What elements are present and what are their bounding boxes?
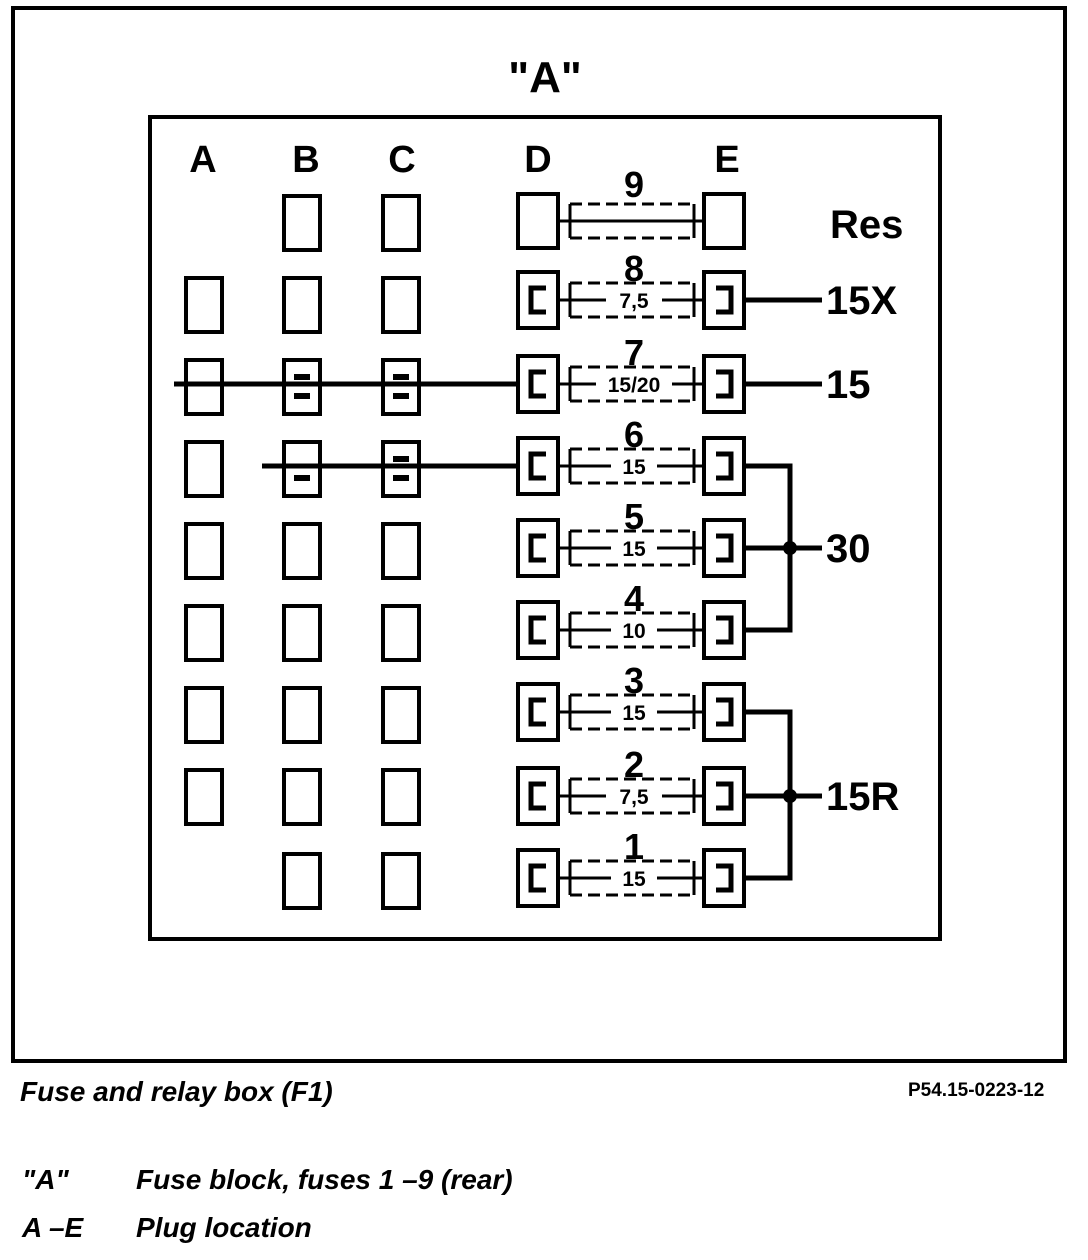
figure-caption: Fuse and relay box (F1) <box>20 1076 333 1107</box>
fuse-number-4: 4 <box>624 578 644 619</box>
wiring <box>174 297 822 881</box>
socket-a-4 <box>184 604 224 662</box>
socket-c-1 <box>381 852 421 910</box>
junction-30 <box>783 541 797 555</box>
socket-b-3 <box>282 686 322 744</box>
column-label-a: A <box>189 139 216 181</box>
terminal-label-30: 30 <box>826 527 871 571</box>
socket-c-2 <box>381 768 421 826</box>
terminal-label-15: 15 <box>826 363 871 407</box>
fuse-rating-7: 15/20 <box>608 374 661 397</box>
fuse-number-6: 6 <box>624 414 644 455</box>
legend-key-block: "A" <box>22 1164 69 1195</box>
socket-a-3 <box>184 686 224 744</box>
socket-c-3 <box>381 686 421 744</box>
fuse-contacts <box>528 285 734 893</box>
legend-key-plug: A –E <box>22 1212 84 1243</box>
socket-b-1 <box>282 852 322 910</box>
fuse-rating-8: 7,5 <box>619 290 649 313</box>
socket-c-7 <box>381 358 421 416</box>
socket-contacts <box>294 374 409 481</box>
fuse-rating-6: 15 <box>622 456 646 479</box>
socket-b-2 <box>282 768 322 826</box>
fuse-number-9: 9 <box>624 164 644 205</box>
block-title: "A" <box>508 53 582 102</box>
column-label-b: B <box>292 139 319 181</box>
fuse-ratings <box>596 289 672 889</box>
legend-text-block: Fuse block, fuses 1 –9 (rear) <box>136 1164 513 1195</box>
fuse-number-1: 1 <box>624 826 644 867</box>
fuse-rating-3: 15 <box>622 702 646 725</box>
socket-b-8 <box>282 276 322 334</box>
column-label-c: C <box>388 139 415 181</box>
terminal-label-res: Res <box>830 203 903 247</box>
socket-a-7 <box>184 358 224 416</box>
socket-c-4 <box>381 604 421 662</box>
socket-b-9 <box>282 194 322 252</box>
socket-a-6 <box>184 440 224 498</box>
junction-15r <box>783 789 797 803</box>
fuse-rating-5: 15 <box>622 538 646 561</box>
socket-a-8 <box>184 276 224 334</box>
socket-c-9 <box>381 194 421 252</box>
socket-b-7 <box>282 358 322 416</box>
terminal-label-15r: 15R <box>826 775 899 819</box>
column-label-e: E <box>714 139 739 181</box>
figure-code: P54.15-0223-12 <box>908 1080 1045 1101</box>
outer-frame <box>11 6 1067 1063</box>
fuse-rating-1: 15 <box>622 868 646 891</box>
socket-b-6 <box>282 440 322 498</box>
legend-text-plug: Plug location <box>136 1212 312 1243</box>
fuse-number-7: 7 <box>624 332 644 373</box>
fuse-rating-2: 7,5 <box>619 786 649 809</box>
fuse-rating-4: 10 <box>622 620 645 643</box>
socket-c-6 <box>381 440 421 498</box>
fuse-block-frame <box>148 115 942 941</box>
fuse-number-8: 8 <box>624 248 644 289</box>
socket-a-2 <box>184 768 224 826</box>
plug-sockets <box>184 194 421 910</box>
socket-a-5 <box>184 522 224 580</box>
terminal-label-15x: 15X <box>826 279 897 323</box>
socket-b-5 <box>282 522 322 580</box>
socket-b-4 <box>282 604 322 662</box>
fuse-number-5: 5 <box>624 496 644 537</box>
fuse-number-2: 2 <box>624 744 644 785</box>
column-label-d: D <box>524 139 551 181</box>
fuse-9 <box>558 202 704 240</box>
fuse-number-3: 3 <box>624 660 644 701</box>
socket-c-8 <box>381 276 421 334</box>
socket-c-5 <box>381 522 421 580</box>
